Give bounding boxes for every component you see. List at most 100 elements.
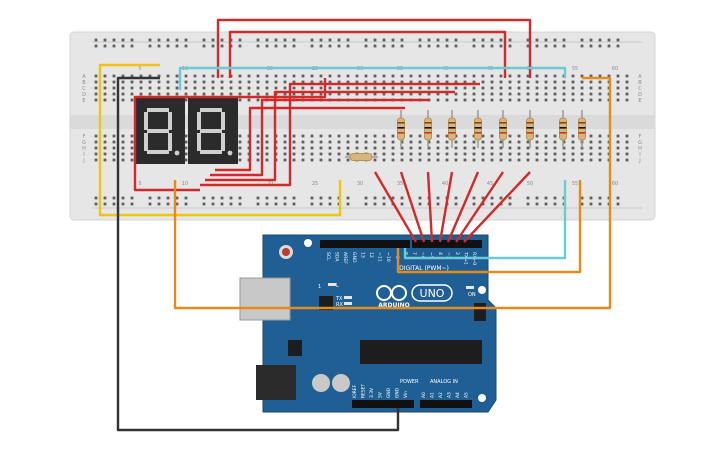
hole-icon xyxy=(283,134,287,138)
hole-icon xyxy=(337,38,341,42)
wire-red[interactable] xyxy=(426,171,434,243)
wire-red[interactable] xyxy=(228,30,507,78)
hole-icon xyxy=(544,140,548,144)
hole-icon xyxy=(571,80,575,84)
wire-red[interactable] xyxy=(216,18,532,78)
wire-red[interactable] xyxy=(200,82,480,187)
seven-segment-display-left[interactable] xyxy=(135,97,185,164)
wire-red[interactable] xyxy=(455,171,504,243)
hole-icon xyxy=(616,44,620,48)
resistor[interactable] xyxy=(349,153,373,161)
hole-icon xyxy=(400,44,404,48)
wire-black[interactable] xyxy=(116,76,400,432)
hole-icon xyxy=(373,202,377,206)
hole-icon xyxy=(373,134,377,138)
hole-icon xyxy=(508,74,512,78)
hole-icon xyxy=(238,202,242,206)
analog-header[interactable] xyxy=(420,400,472,408)
resistor[interactable] xyxy=(499,117,507,141)
digital-header-left[interactable] xyxy=(320,240,410,248)
wire-red[interactable] xyxy=(463,171,531,243)
resistor[interactable] xyxy=(448,117,456,141)
hole-icon xyxy=(256,44,260,48)
wire-orange[interactable] xyxy=(396,180,582,274)
wire-red[interactable] xyxy=(205,90,455,182)
resistor[interactable] xyxy=(397,117,405,141)
wire-orange[interactable] xyxy=(173,76,612,310)
hole-icon xyxy=(238,146,242,150)
resistor[interactable] xyxy=(424,117,432,141)
hole-icon xyxy=(157,196,161,200)
hole-icon xyxy=(418,146,422,150)
resistor[interactable] xyxy=(474,117,482,141)
hole-icon xyxy=(607,74,611,78)
row-label: J xyxy=(638,158,640,164)
hole-icon xyxy=(292,140,296,144)
hole-icon xyxy=(490,152,494,156)
hole-icon xyxy=(562,98,566,102)
hole-icon xyxy=(508,202,512,206)
wire-red[interactable] xyxy=(133,140,200,192)
hole-icon xyxy=(112,140,116,144)
hole-icon xyxy=(625,152,629,156)
hole-icon xyxy=(193,92,197,96)
wire-red[interactable] xyxy=(133,78,327,140)
row-label: C xyxy=(638,86,642,92)
hole-icon xyxy=(472,158,476,162)
resistor[interactable] xyxy=(578,117,586,141)
resistor-band-icon xyxy=(559,132,567,134)
hole-icon xyxy=(481,86,485,90)
pin-label: AREF xyxy=(342,252,348,264)
wires[interactable] xyxy=(98,18,612,432)
resistor[interactable] xyxy=(526,117,534,141)
hole-icon xyxy=(148,196,152,200)
hole-icon xyxy=(382,92,386,96)
wire-red[interactable] xyxy=(438,171,454,243)
wire-red[interactable] xyxy=(215,106,405,172)
wire-red[interactable] xyxy=(210,98,430,177)
arduino-uno-board[interactable]: UNO ARDUINO DIGITAL (PWM~) TX RX L ON PO… xyxy=(239,234,497,413)
hole-icon xyxy=(571,134,575,138)
seven-segment-display-right[interactable] xyxy=(188,97,238,164)
wire-cyan[interactable] xyxy=(178,66,567,90)
hole-icon xyxy=(391,92,395,96)
hole-icon xyxy=(202,44,206,48)
hole-icon xyxy=(202,86,206,90)
hole-icon xyxy=(616,92,620,96)
resistor[interactable] xyxy=(559,117,567,141)
hole-icon xyxy=(301,152,305,156)
hole-icon xyxy=(157,44,161,48)
row-label: G xyxy=(82,140,86,146)
hole-icon xyxy=(175,92,179,96)
wire-red[interactable] xyxy=(399,171,426,243)
wire-red[interactable] xyxy=(446,171,480,243)
hole-icon xyxy=(391,134,395,138)
wire-cyan[interactable] xyxy=(403,180,567,260)
hole-icon xyxy=(598,134,602,138)
hole-icon xyxy=(553,152,557,156)
hole-icon xyxy=(508,44,512,48)
hole-icon xyxy=(445,86,449,90)
resistors[interactable] xyxy=(345,110,586,161)
wire-red[interactable] xyxy=(373,171,418,243)
hole-icon xyxy=(436,38,440,42)
hole-icon xyxy=(499,86,503,90)
hole-icon xyxy=(481,98,485,102)
hole-icon xyxy=(481,158,485,162)
hole-icon xyxy=(463,158,467,162)
wire-yellow[interactable] xyxy=(98,63,342,217)
power-header[interactable] xyxy=(352,400,414,408)
hole-icon xyxy=(400,146,404,150)
digital-header-right[interactable] xyxy=(412,240,482,248)
row-label: A xyxy=(638,74,642,80)
hole-icon xyxy=(121,140,125,144)
hole-icon xyxy=(454,202,458,206)
hole-icon xyxy=(337,86,341,90)
hole-icon xyxy=(409,146,413,150)
hole-icon xyxy=(283,38,287,42)
hole-icon xyxy=(616,134,620,138)
hole-icon xyxy=(283,202,287,206)
